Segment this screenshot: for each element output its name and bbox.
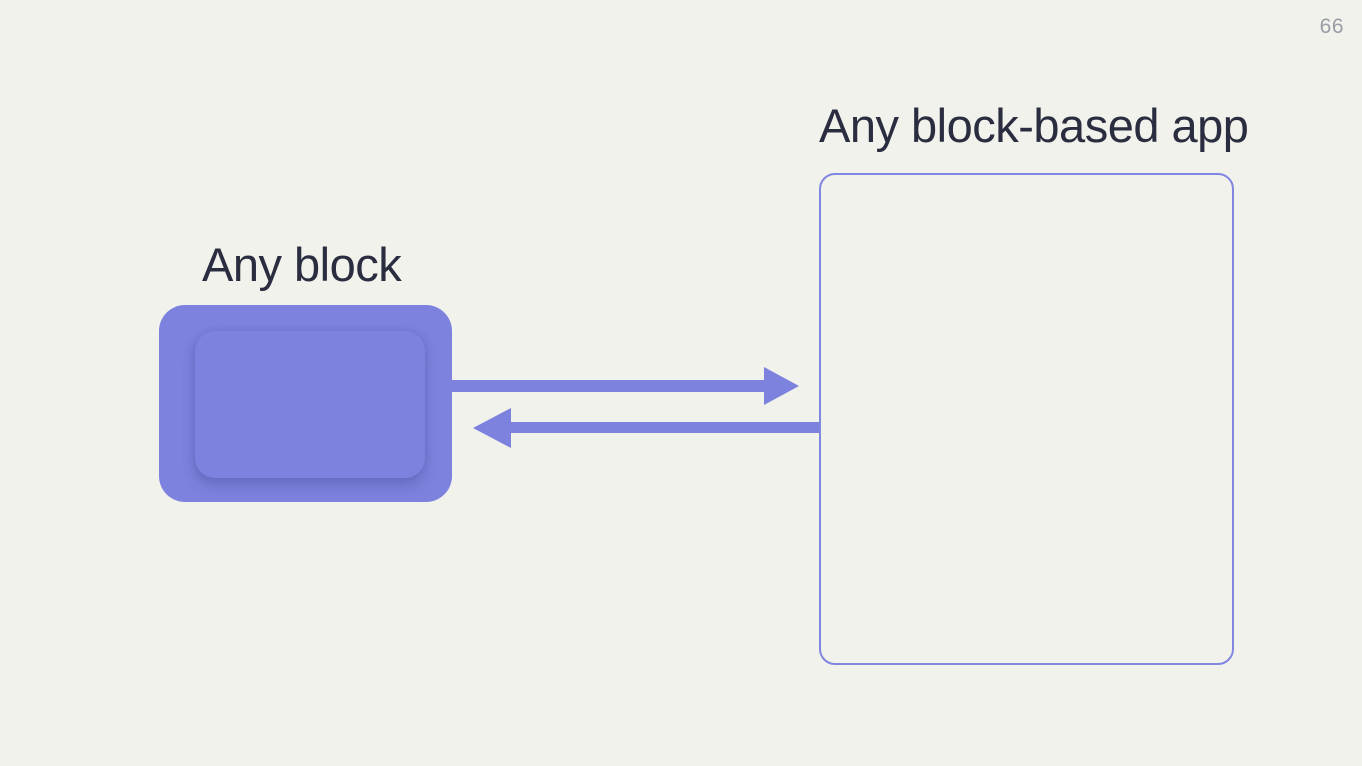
block-inner-surface — [195, 331, 425, 478]
app-to-block-arrowhead-icon — [473, 408, 511, 448]
block-to-app-arrowhead-icon — [764, 367, 799, 405]
page-number: 66 — [1319, 15, 1344, 38]
block-to-app-arrow-shaft — [452, 380, 765, 392]
app-outline-shape — [819, 173, 1234, 665]
any-block-shape — [159, 305, 452, 502]
app-to-block-arrow-shaft — [510, 422, 819, 433]
block-label: Any block — [202, 238, 402, 291]
app-label: Any block-based app — [819, 99, 1249, 152]
